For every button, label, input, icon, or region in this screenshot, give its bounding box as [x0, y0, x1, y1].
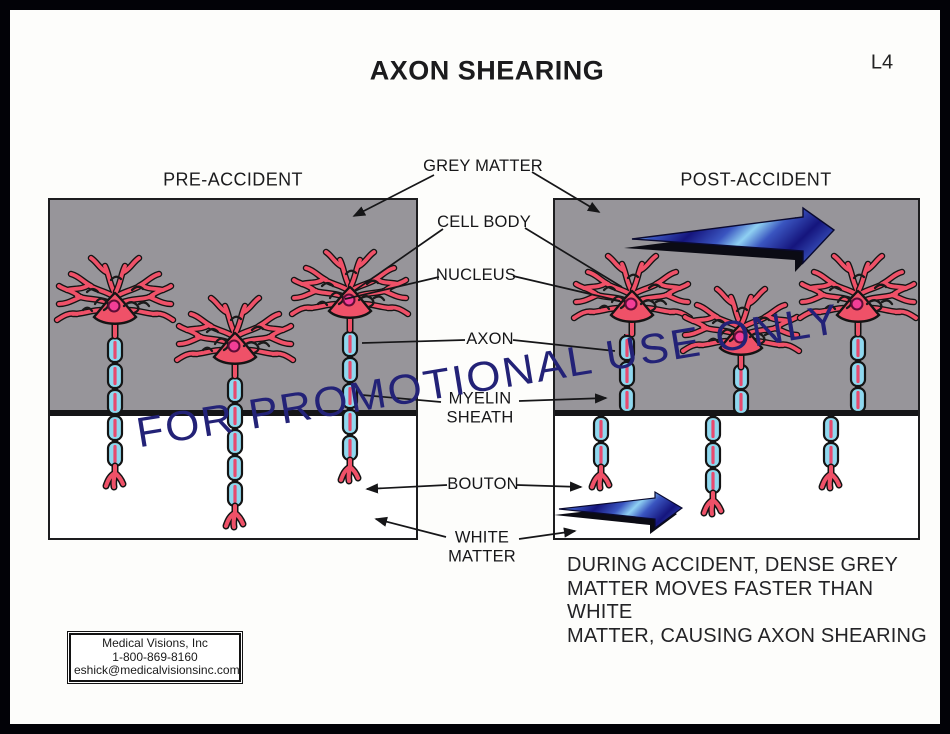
bouton-label: BOUTON — [447, 474, 519, 493]
post-accident-title: POST-ACCIDENT — [680, 169, 832, 190]
axon-label: AXON — [466, 329, 514, 348]
page-title: AXON SHEARING — [369, 55, 605, 86]
cell-body-label: CELL BODY — [437, 212, 531, 231]
myelin-sheath-label: MYELIN SHEATH — [447, 390, 514, 427]
white-matter-label: WHITE MATTER — [448, 529, 516, 566]
caption-line3: MATTER, CAUSING AXON SHEARING — [567, 624, 927, 647]
grey-matter-label: GREY MATTER — [423, 156, 543, 175]
caption-line1: DURING ACCIDENT, DENSE GREY — [567, 554, 899, 576]
white-matter-label-line1: WHITE — [454, 528, 510, 547]
caption: DURING ACCIDENT, DENSE GREY MATTER MOVES… — [567, 554, 932, 648]
vendor-stamp: Medical Visions, Inc 1-800-869-8160 eshi… — [67, 631, 243, 684]
pre-accident-title: PRE-ACCIDENT — [163, 169, 303, 190]
myelin-sheath-label-line1: MYELIN — [448, 389, 512, 408]
vendor-name: Medical Visions, Inc — [102, 636, 208, 650]
nucleus-label: NUCLEUS — [435, 265, 517, 284]
pre-accident-panel — [48, 198, 418, 540]
caption-line2: MATTER MOVES FASTER THAN WHITE — [567, 577, 874, 624]
vendor-phone: 1-800-869-8160 — [112, 649, 198, 664]
page-code: L4 — [870, 51, 894, 74]
vendor-email: eshick@medicalvisionsinc.com — [74, 663, 240, 677]
vendor-stamp-inner: Medical Visions, Inc 1-800-869-8160 eshi… — [69, 633, 241, 682]
myelin-sheath-label-line2: SHEATH — [446, 408, 514, 426]
white-matter-label-line2: MATTER — [448, 547, 516, 565]
